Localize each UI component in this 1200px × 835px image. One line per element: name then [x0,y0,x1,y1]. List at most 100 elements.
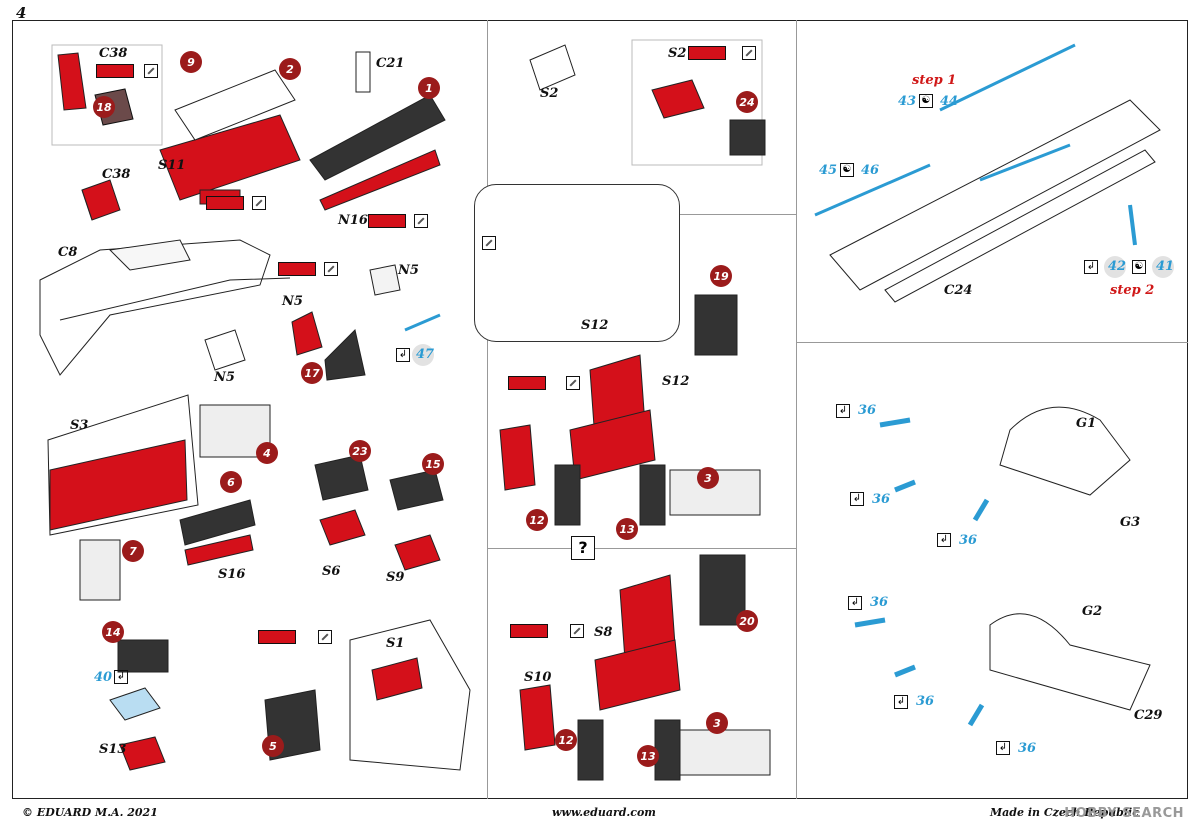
decal-mark-s8 [570,624,584,638]
step-1-label: step 1 [912,73,957,88]
watermark: HOBBY SEARCH [1064,806,1184,821]
badge-7: 7 [122,540,144,562]
divider-middle [487,548,796,549]
clear-part-42: 42 [1108,259,1127,274]
label-g1: G1 [1076,416,1097,431]
clear-part-36b: 36 [872,492,891,507]
label-s1: S1 [386,636,405,651]
badge-5: 5 [262,735,284,757]
badge-2: 2 [279,58,301,80]
divider-right-middle [796,342,1188,343]
label-c38-top: C38 [99,46,128,61]
label-g3: G3 [1120,515,1141,530]
decal-s12 [508,376,546,390]
label-c21: C21 [376,56,405,71]
glue-icon-36f: ↲ [996,741,1010,755]
label-s9: S9 [386,570,405,585]
label-c24: C24 [944,283,973,298]
label-s2-a: S2 [540,86,559,101]
yin-yang-icon-43-44: ☯ [919,94,933,108]
decal-mark-s1 [318,630,332,644]
clear-part-41: 41 [1156,259,1175,274]
clear-part-44: 44 [940,94,959,109]
glue-icon-36b: ↲ [850,492,864,506]
s12-detail-inset [474,184,680,342]
decal-c38 [96,64,134,78]
label-s16: S16 [218,567,246,582]
label-s6: S6 [322,564,341,579]
decal-s11 [206,196,244,210]
label-s8: S8 [594,625,613,640]
decal-n5 [278,262,316,276]
label-c38-mid: C38 [102,167,131,182]
clear-part-36a: 36 [858,403,877,418]
clear-part-43: 43 [898,94,917,109]
badge-3-b: 3 [706,712,728,734]
clear-part-47: 47 [416,347,435,362]
footer-made-in: Made in Czech Republic [990,806,1139,819]
decal-mark-n16 [414,214,428,228]
badge-4: 4 [256,442,278,464]
footer-website: www.eduard.com [552,806,656,819]
badge-12-a: 12 [526,509,548,531]
badge-17: 17 [301,362,323,384]
glue-icon-36d: ↲ [848,596,862,610]
page-number: 4 [16,4,27,22]
badge-15: 15 [422,453,444,475]
badge-3-a: 3 [697,467,719,489]
label-s3: S3 [70,418,89,433]
decal-n16 [368,214,406,228]
clear-part-36f: 36 [1018,741,1037,756]
badge-13-a: 13 [616,518,638,540]
decal-mark-c38 [144,64,158,78]
page-frame [12,20,1188,799]
label-s13: S13 [99,742,127,757]
badge-1: 1 [418,77,440,99]
yin-yang-icon-45-46: ☯ [840,163,854,177]
decal-s1 [258,630,296,644]
label-c29: C29 [1134,708,1163,723]
divider-left [487,20,488,799]
label-g2: G2 [1082,604,1103,619]
decal-s2 [688,46,726,60]
badge-23: 23 [349,440,371,462]
label-n16: N16 [338,213,368,228]
badge-24: 24 [736,91,758,113]
label-s10: S10 [524,670,552,685]
label-n5-c: N5 [214,370,235,385]
badge-12-b: 12 [555,729,577,751]
greydot-42 [1104,256,1126,278]
label-n5-b: N5 [282,294,303,309]
divider-inset-link [680,214,796,215]
label-s12-inset: S12 [581,318,609,333]
clear-part-45: 45 [819,163,838,178]
badge-20: 20 [736,610,758,632]
decal-s8 [510,624,548,638]
badge-18: 18 [93,96,115,118]
badge-14: 14 [102,621,124,643]
greydot-41 [1152,256,1174,278]
badge-9: 9 [180,51,202,73]
label-c8: C8 [58,245,78,260]
glue-icon-36e: ↲ [894,695,908,709]
badge-19: 19 [710,265,732,287]
clear-part-36c: 36 [959,533,978,548]
badge-6: 6 [220,471,242,493]
glue-icon-47: ↲ [396,348,410,362]
decal-mark-s2 [742,46,756,60]
question-mark-box: ? [571,536,595,560]
decal-mark-s12-inset [482,236,496,250]
glue-icon-36a: ↲ [836,404,850,418]
step-2-label: step 2 [1110,283,1155,298]
clear-part-36e: 36 [916,694,935,709]
glue-icon-40: ↲ [114,670,128,684]
label-n5-a: N5 [398,263,419,278]
clear-part-46: 46 [861,163,880,178]
greydot-47 [412,344,434,366]
decal-mark-n5 [324,262,338,276]
glue-icon-36c: ↲ [937,533,951,547]
clear-part-36d: 36 [870,595,889,610]
clear-part-40: 40 [94,670,113,685]
